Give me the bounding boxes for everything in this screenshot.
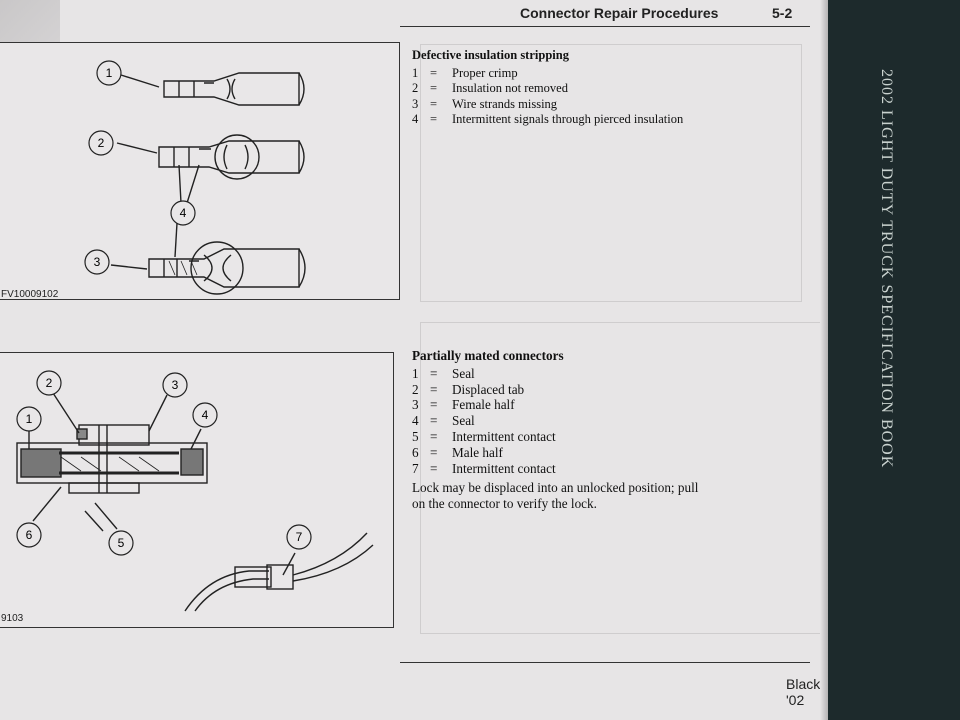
legend-item: 2=Displaced tab — [412, 381, 525, 397]
callout-3: 3 — [94, 255, 101, 269]
page-header-title: Connector Repair Procedures — [520, 5, 719, 21]
callout-6: 6 — [26, 528, 33, 542]
legend-item: 4=Seal — [412, 413, 475, 429]
figure-id: 9103 — [1, 613, 24, 624]
book-spine — [828, 0, 960, 720]
defective-stripping-legend: Defective insulation stripping 1=Proper … — [412, 48, 683, 128]
header-rule — [400, 26, 810, 27]
lock-note: Lock may be displaced into an unlocked p… — [412, 480, 699, 512]
callout-7: 7 — [296, 530, 303, 544]
legend-item: 1=Proper crimp — [412, 65, 518, 80]
callout-4: 4 — [180, 206, 187, 220]
section-title: Partially mated connectors — [412, 348, 564, 363]
spine-text-area: 2002 LIGHT DUTY TRUCK SPECIFICATION BOOK — [836, 30, 926, 530]
callout-3: 3 — [172, 378, 179, 392]
footer-rule — [400, 662, 810, 663]
legend-item: 1=Seal — [412, 365, 475, 381]
callout-4: 4 — [202, 408, 209, 422]
figure-id: FV10009102 — [1, 289, 59, 300]
page-number: 5-2 — [772, 5, 793, 21]
callout-1: 1 — [26, 412, 33, 426]
spine-title: 2002 LIGHT DUTY TRUCK SPECIFICATION BOOK — [878, 69, 895, 469]
callout-5: 5 — [118, 536, 125, 550]
crimp-illustration: 1 2 3 4 — [84, 60, 306, 295]
legend-item: 3=Female half — [412, 397, 515, 413]
legend-item: 5=Intermittent contact — [412, 428, 556, 444]
connector-illustration: 2 3 1 4 6 5 7 — [16, 370, 374, 612]
legend-item: 2=Insulation not removed — [412, 81, 568, 95]
manual-page: Connector Repair Procedures 5-2 — [0, 0, 854, 720]
figure-insulation-stripping: 1 2 3 4 FV10009102 — [0, 42, 400, 300]
figure-mated-connectors: 2 3 1 4 6 5 7 9103 — [0, 352, 394, 628]
legend-item: 7=Intermittent contact — [412, 460, 556, 476]
callout-2: 2 — [98, 136, 105, 150]
legend-item: 4=Intermittent signals through pierced i… — [412, 112, 684, 126]
section-title: Defective insulation stripping — [412, 48, 569, 62]
legend-item: 3=Wire strands missing — [412, 96, 558, 111]
legend-item: 6=Male half — [412, 444, 503, 460]
partially-mated-legend: Partially mated connectors 1=Seal 2=Disp… — [412, 348, 712, 512]
bleed-through-figure — [420, 44, 802, 302]
callout-1: 1 — [106, 66, 113, 80]
callout-2: 2 — [46, 376, 53, 390]
